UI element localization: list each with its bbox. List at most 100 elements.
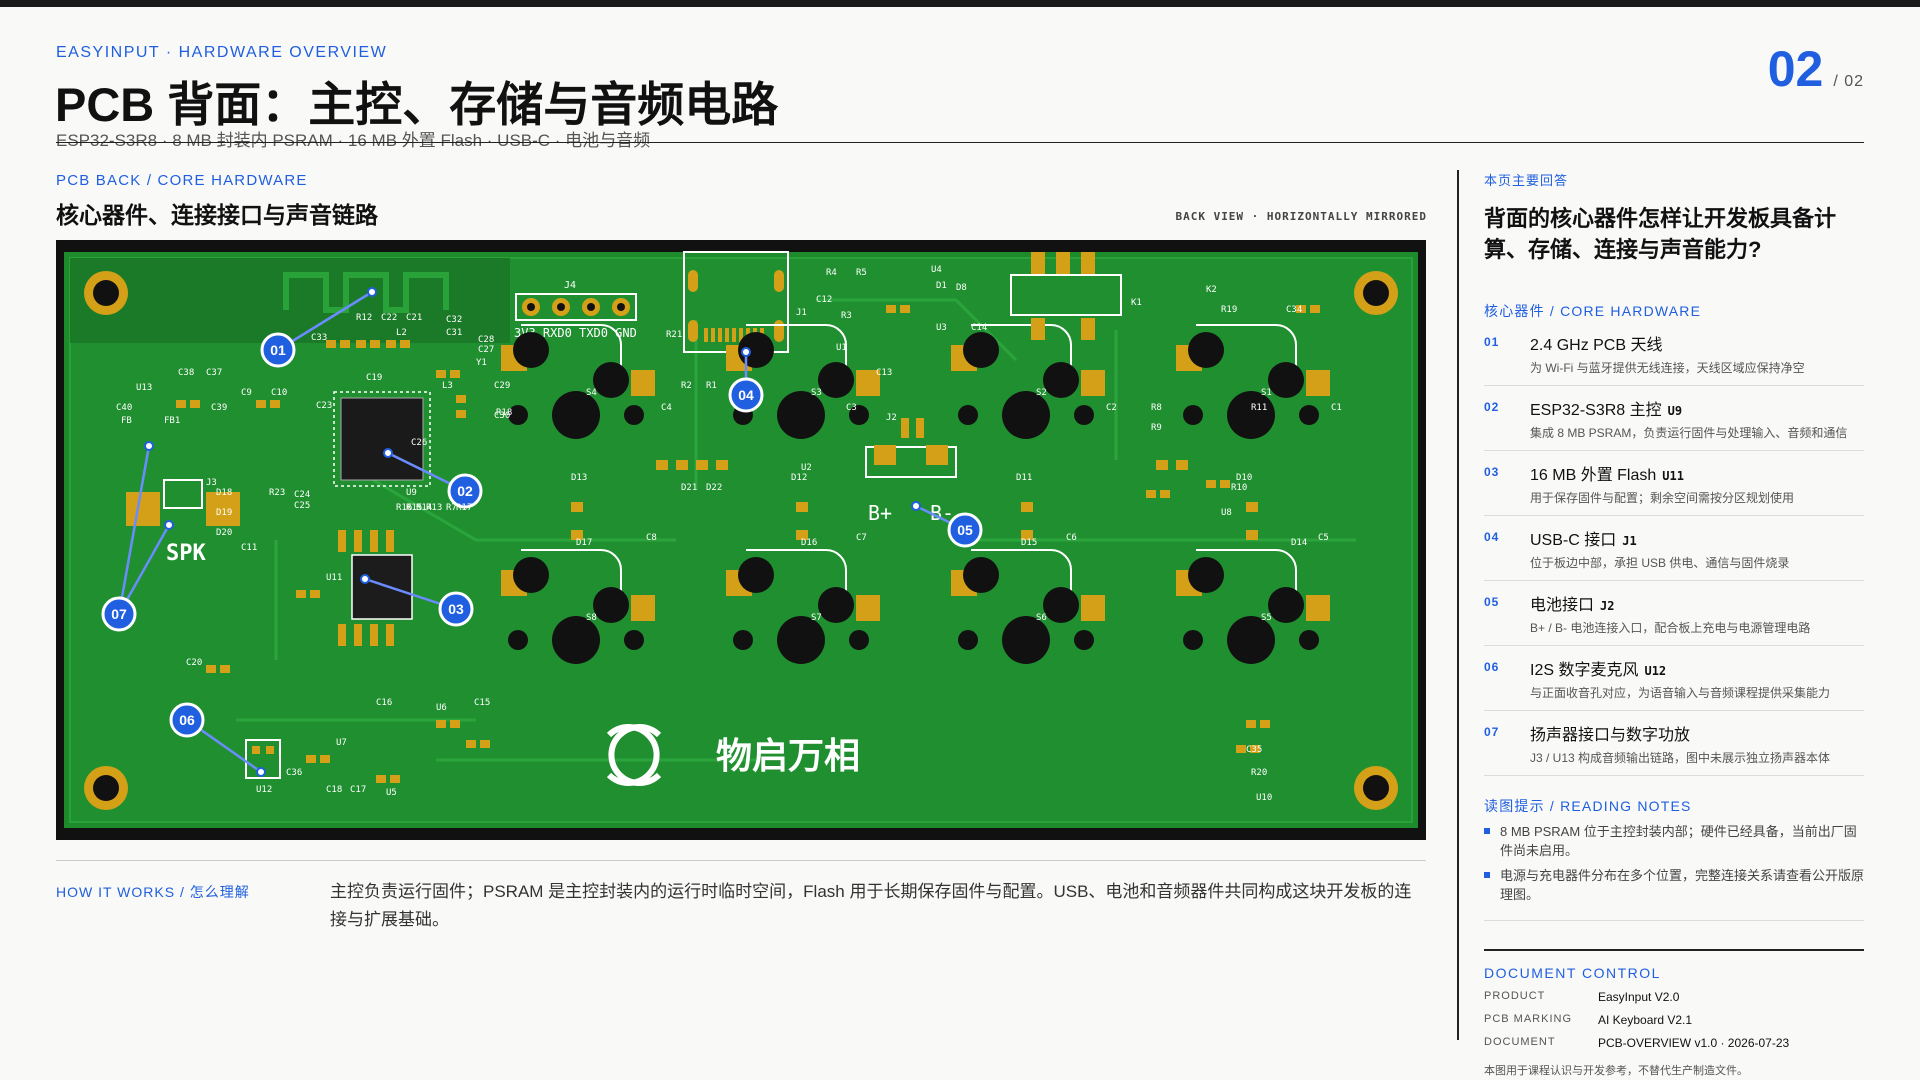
callout-07[interactable]: 07 [101, 596, 137, 632]
ref-label-s1: S1 [1261, 388, 1272, 398]
ref-label-r12: R12 [356, 313, 372, 323]
header-kicker: EASYINPUT · HARDWARE OVERVIEW [56, 44, 388, 61]
bullet-icon [1484, 828, 1490, 834]
note-text: 8 MB PSRAM 位于主控封装内部；硬件已经具备，当前出厂固件尚未启用。 [1500, 824, 1857, 858]
how-text: 主控负责运行固件；PSRAM 是主控封装内的运行时临时空间，Flash 用于长期… [330, 882, 1412, 929]
callout-06-label: 06 [179, 712, 195, 728]
ref-label-c31: C31 [446, 328, 462, 338]
ref-label-l2: L2 [396, 328, 407, 338]
ref-label-r14: R14 [416, 503, 432, 513]
item-number: 05 [1484, 595, 1500, 609]
item-title: 16 MB 外置 Flash [1530, 467, 1657, 484]
ref-label-d16: D16 [801, 538, 817, 548]
ref-label-c13: C13 [876, 368, 892, 378]
ref-label-c14: C14 [971, 323, 987, 333]
ref-label-u7: U7 [336, 738, 347, 748]
note-item: 8 MB PSRAM 位于主控封装内部；硬件已经具备，当前出厂固件尚未启用。 [1484, 822, 1864, 860]
callout-01[interactable]: 01 [260, 332, 296, 368]
ref-label-r4: R4 [826, 268, 837, 278]
item-desc: 用于保存固件与配置；剩余空间需按分区规划使用 [1530, 491, 1795, 505]
ref-label-c25: C25 [294, 501, 310, 511]
doc-value: AI Keyboard V2.1 [1598, 1013, 1693, 1027]
section-title: 核心器件、连接接口与声音链路 [56, 202, 378, 228]
ref-label-fb1: FB1 [164, 416, 180, 426]
callout-04[interactable]: 04 [728, 377, 764, 413]
ref-label-s3: S3 [811, 388, 822, 398]
item-number: 02 [1484, 400, 1500, 414]
speaker-connector: SPK [126, 479, 240, 566]
callout-04-label: 04 [738, 387, 754, 403]
ref-label-r20: R20 [1251, 768, 1267, 778]
item-desc: J3 / U13 构成音频输出链路，图中未展示独立扬声器本体 [1530, 751, 1831, 765]
brand-logo: 物启万相 [606, 724, 860, 786]
ref-label-r5: R5 [856, 268, 867, 278]
ref-label-j3: J3 [206, 478, 217, 488]
ref-label-l3: L3 [442, 381, 453, 391]
callout-05[interactable]: 05 [947, 512, 983, 548]
diode-pads [571, 460, 1258, 540]
ref-label-c35: C35 [1246, 745, 1262, 755]
sidebar: 本页主要回答 背面的核心器件怎样让开发板具备计算、存储、连接与声音能力? 核心器… [1484, 170, 1864, 1078]
battery-plus-label: B+ [868, 501, 892, 525]
ref-label-u9: U9 [406, 488, 417, 498]
ref-label-c23: C23 [316, 401, 332, 411]
ref-label-r18: R18 [496, 408, 512, 418]
callout-03[interactable]: 03 [438, 591, 474, 627]
ref-label-r16: R16 [396, 503, 412, 513]
ref-label-c28: C28 [478, 335, 494, 345]
mcu-chip [333, 391, 431, 487]
note-text: 电源与充电器件分布在多个位置，完整连接关系请查看公开版原理图。 [1500, 868, 1865, 902]
ref-label-d11: D11 [1016, 473, 1032, 483]
ref-label-r7: R7 [446, 503, 457, 513]
sidebar-question: 背面的核心器件怎样让开发板具备计算、存储、连接与声音能力? [1484, 206, 1837, 262]
item-title: ESP32-S3R8 主控 [1530, 402, 1662, 419]
ref-label-u8: U8 [1221, 508, 1232, 518]
ref-label-c3: C3 [846, 403, 857, 413]
ref-label-s8: S8 [586, 613, 597, 623]
doc-value: PCB-OVERVIEW v1.0 · 2026-07-23 [1598, 1036, 1790, 1050]
ref-label-c15: C15 [474, 698, 490, 708]
callout-targets [144, 287, 921, 777]
item-title: 电池接口 [1530, 597, 1595, 614]
item-title: 扬声器接口与数字功放 [1530, 727, 1691, 744]
ref-label-u5: U5 [386, 788, 397, 798]
ref-label-k2: K2 [1206, 285, 1217, 295]
ref-label-u3: U3 [936, 323, 947, 333]
ref-label-c27: C27 [478, 345, 494, 355]
pcb-image: J4 3V3 RXD0 TXD0 GND SPK [56, 240, 1426, 840]
ref-label-c38: C38 [178, 368, 194, 378]
item-number: 03 [1484, 465, 1500, 479]
header-pin-labels: 3V3 RXD0 TXD0 GND [514, 326, 637, 340]
callout-02[interactable]: 02 [447, 473, 483, 509]
microphone-chip [245, 739, 281, 779]
ref-label-r10: R10 [1231, 483, 1247, 493]
ref-label-c36: C36 [286, 768, 302, 778]
top-bar [0, 0, 1920, 7]
ref-label-c10: C10 [271, 388, 287, 398]
ref-label-j1: J1 [796, 308, 807, 318]
ref-label-r23: R23 [269, 488, 285, 498]
doc-label: PCB MARKING [1484, 1013, 1573, 1025]
item-number: 07 [1484, 725, 1500, 739]
fine-print: 本图用于课程认识与开发参考，不替代生产制造文件。 [1484, 1065, 1748, 1077]
ref-label-r15: R15 [406, 503, 422, 513]
callout-01-label: 01 [270, 342, 286, 358]
callout-02-label: 02 [457, 483, 473, 499]
ref-label-r9: R9 [1151, 423, 1162, 433]
callout-06[interactable]: 06 [169, 702, 205, 738]
ref-label-d20: D20 [216, 528, 232, 538]
item-code: J1 [1622, 534, 1637, 548]
ref-label-r1: R1 [706, 381, 717, 391]
ref-label-d22: D22 [706, 483, 722, 493]
ref-label-s4: S4 [586, 388, 597, 398]
doc-divider [1484, 949, 1864, 951]
ref-label-c17: C17 [350, 785, 366, 795]
ref-label-r3: R3 [841, 311, 852, 321]
ref-label-c39: C39 [211, 403, 227, 413]
ref-label-d17: D17 [576, 538, 592, 548]
ref-label-c4: C4 [661, 403, 672, 413]
doc-label: PRODUCT [1484, 990, 1546, 1002]
